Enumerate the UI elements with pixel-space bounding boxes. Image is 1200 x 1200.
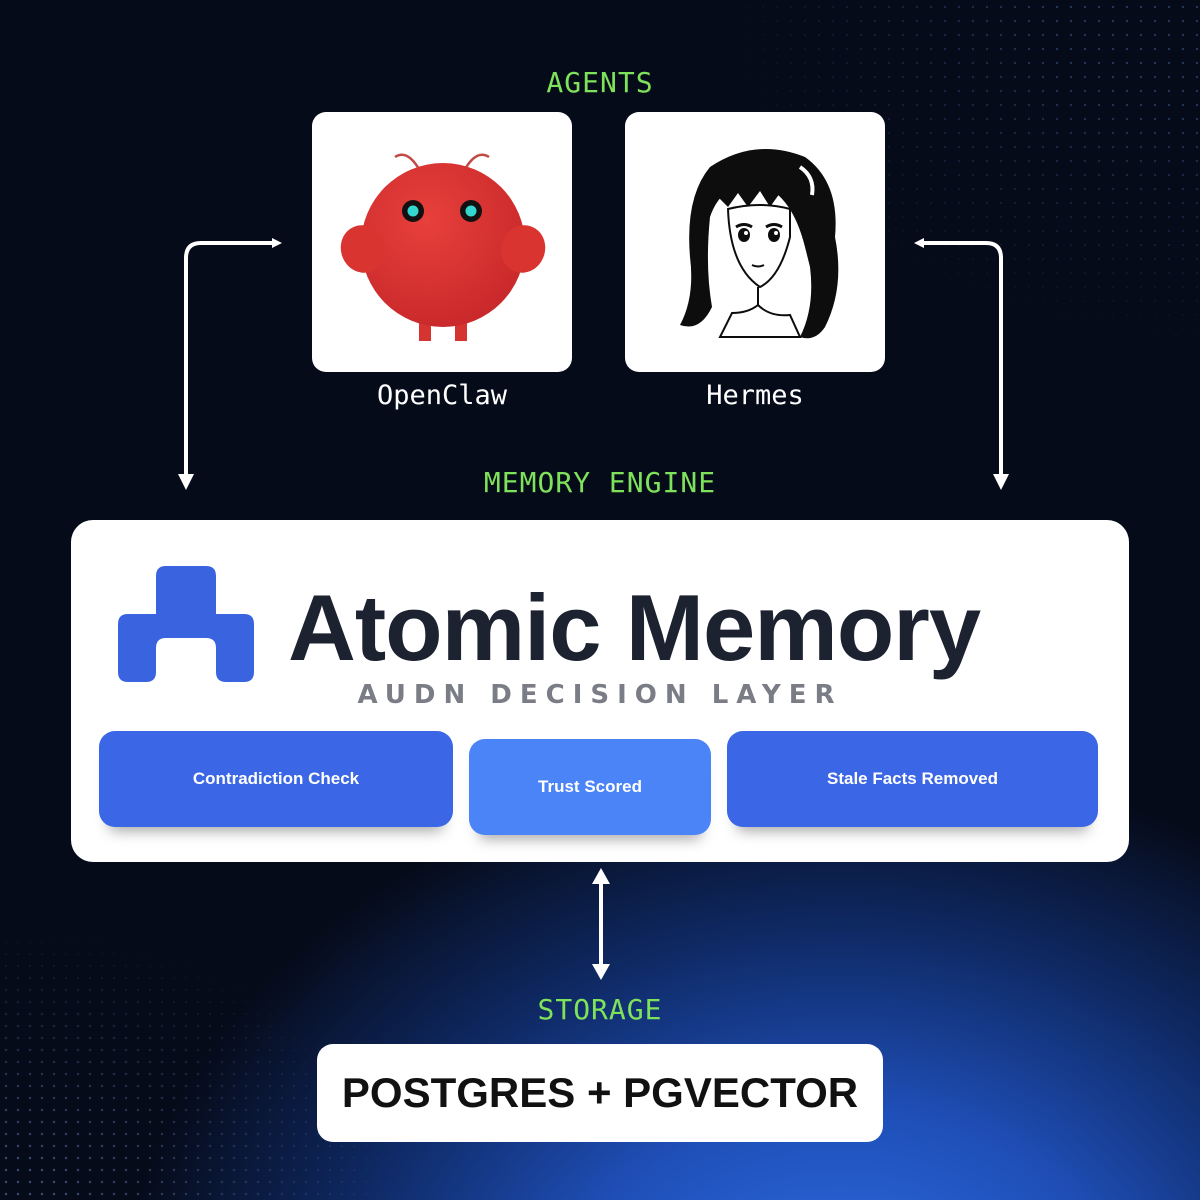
feature-pill-contradiction-check: Contradiction Check bbox=[99, 731, 453, 827]
brand-name: Atomic Memory bbox=[288, 575, 981, 680]
storage-box: POSTGRES + PGVECTOR bbox=[317, 1044, 883, 1142]
agent-card-hermes bbox=[625, 112, 885, 372]
agent-name-hermes: Hermes bbox=[706, 380, 804, 411]
agent-card-openclaw bbox=[312, 112, 572, 372]
feature-pill-label: Trust Scored bbox=[538, 777, 642, 796]
right-bidirectional-arrow bbox=[914, 238, 1003, 482]
left-bidirectional-arrow bbox=[184, 238, 282, 482]
anime-girl-portrait-icon bbox=[680, 149, 839, 339]
feature-pill-trust-scored: Trust Scored bbox=[469, 739, 711, 835]
feature-pill-label: Contradiction Check bbox=[192, 769, 360, 788]
memory-engine-section-label: MEMORY ENGINE bbox=[483, 466, 717, 499]
agents-section-label: AGENTS bbox=[546, 66, 654, 99]
storage-section-label: STORAGE bbox=[537, 993, 663, 1026]
red-robot-icon bbox=[340, 153, 546, 341]
agent-name-openclaw: OpenClaw bbox=[376, 380, 508, 411]
storage-label: POSTGRES + PGVECTOR bbox=[341, 1069, 859, 1116]
feature-pill-stale-facts-removed: Stale Facts Removed bbox=[727, 731, 1098, 827]
decision-layer-subtitle: AUDN DECISION LAYER bbox=[357, 680, 843, 710]
feature-pill-label: Stale Facts Removed bbox=[826, 769, 998, 788]
atomic-memory-logo-icon bbox=[118, 566, 254, 682]
